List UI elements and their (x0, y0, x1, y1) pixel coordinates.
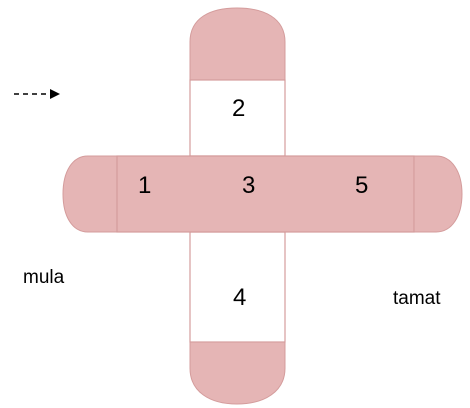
start-label: mula (23, 267, 65, 288)
cell-2-box (189, 79, 286, 157)
cell-5-label: 5 (355, 172, 369, 199)
cell-4-label: 4 (233, 284, 247, 311)
top-cap (189, 7, 286, 81)
cell-3-label: 3 (242, 172, 256, 199)
left-cap (62, 155, 119, 233)
right-cap (413, 155, 463, 233)
cell-1-label: 1 (138, 172, 152, 199)
dashed-arrow-icon (14, 89, 60, 99)
cell-4-box (189, 231, 286, 343)
cell-2-label: 2 (232, 95, 246, 122)
bottom-cap (189, 341, 286, 405)
horizontal-bar (116, 155, 415, 233)
end-label: tamat (393, 288, 441, 309)
